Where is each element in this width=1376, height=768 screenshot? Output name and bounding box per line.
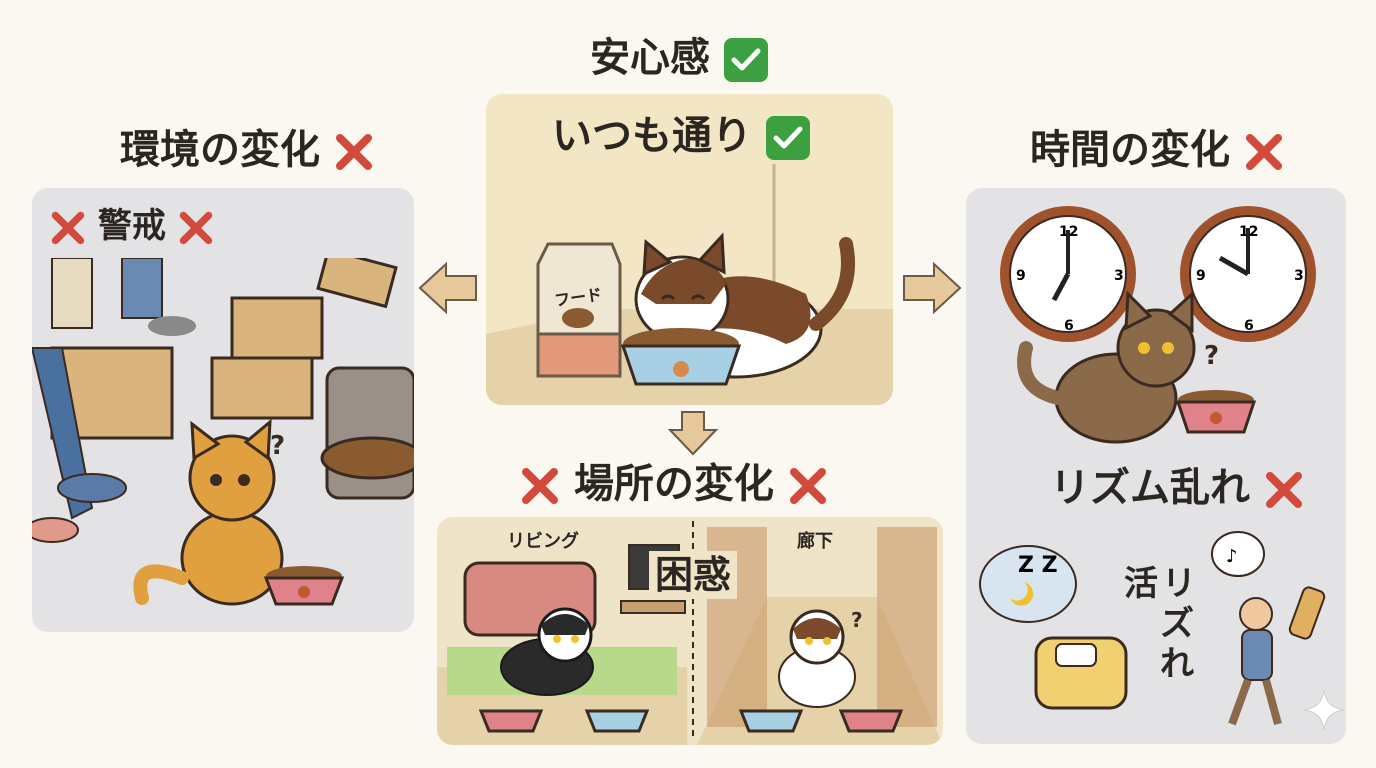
left-panel: 警戒 ? bbox=[32, 188, 414, 632]
cat-icon bbox=[778, 609, 856, 708]
center-panel: いつも通り フード bbox=[486, 94, 893, 405]
svg-text:6: 6 bbox=[1244, 318, 1254, 334]
rhythm-row: リズム乱れ bbox=[1050, 464, 1304, 512]
arrow-left-icon bbox=[418, 262, 477, 314]
x-icon bbox=[522, 468, 558, 504]
arrow-down-icon bbox=[668, 411, 718, 456]
center-title: 安心感 bbox=[590, 35, 710, 81]
x-icon bbox=[1265, 472, 1302, 508]
x-icon bbox=[179, 211, 212, 244]
bed-icon bbox=[1034, 636, 1128, 710]
vertical-char: ズ bbox=[1160, 604, 1194, 644]
sleep-bubble-icon: Z Z bbox=[979, 545, 1077, 623]
food-bowl-icon bbox=[263, 566, 345, 606]
center-scene bbox=[486, 164, 893, 405]
cat-icon bbox=[634, 232, 855, 379]
bottom-scene: ? bbox=[437, 521, 943, 745]
x-icon bbox=[789, 468, 826, 504]
center-subtitle: いつも通り bbox=[552, 113, 752, 159]
food-bowl-icon bbox=[838, 709, 904, 733]
vertical-text: 活 リ ズ れ bbox=[1124, 564, 1196, 684]
svg-text:6: 6 bbox=[1064, 318, 1074, 334]
food-bag-icon bbox=[536, 242, 622, 378]
hallway-label: 廊下 bbox=[797, 531, 833, 552]
clocks: 12 3 6 9 12 3 6 9 ? bbox=[1000, 206, 1316, 444]
svg-text:3: 3 bbox=[1114, 268, 1124, 284]
center-title-row: 安心感 bbox=[590, 34, 768, 82]
x-icon bbox=[1245, 134, 1282, 170]
svg-text:♪: ♪ bbox=[1226, 546, 1238, 567]
question-icon: ? bbox=[851, 608, 863, 632]
cat-icon bbox=[500, 607, 594, 696]
clock-icon: 12 3 6 9 bbox=[1000, 206, 1136, 342]
svg-text:9: 9 bbox=[1196, 268, 1206, 284]
left-badge-row: 警戒 bbox=[50, 202, 214, 250]
svg-text:3: 3 bbox=[1294, 268, 1304, 284]
left-heading-row: 環境の変化 bbox=[120, 126, 374, 174]
center-subtitle-row: いつも通り bbox=[552, 112, 810, 160]
svg-text:9: 9 bbox=[1016, 268, 1026, 284]
right-panel: 12 3 6 9 12 3 6 9 ? bbox=[966, 188, 1346, 744]
vertical-char: 活 bbox=[1124, 564, 1158, 604]
left-heading: 環境の変化 bbox=[120, 127, 320, 173]
rhythm-label: リズム乱れ bbox=[1050, 465, 1250, 511]
music-bubble-icon: ♪ bbox=[1211, 531, 1265, 577]
clock-icon: 12 3 6 9 bbox=[1180, 206, 1316, 342]
arrow-right-icon bbox=[903, 262, 962, 314]
food-bowl-icon bbox=[738, 709, 804, 733]
check-icon bbox=[723, 38, 768, 82]
bottom-heading-row: 場所の変化 bbox=[520, 460, 828, 508]
question-icon: ? bbox=[270, 431, 285, 461]
x-icon bbox=[51, 211, 85, 244]
bottom-panel: ? リビング 廊下 困惑 bbox=[437, 517, 943, 745]
food-bowl-icon bbox=[478, 709, 544, 733]
svg-text:Z Z: Z Z bbox=[1018, 553, 1058, 578]
rhythm-scene: Z Z ♪ bbox=[979, 531, 1326, 726]
left-scene: ? bbox=[32, 258, 414, 606]
food-bowl-icon bbox=[620, 328, 742, 386]
vertical-char: リ bbox=[1162, 564, 1196, 604]
confusion-label: 困惑 bbox=[649, 551, 738, 599]
x-icon bbox=[335, 134, 372, 170]
right-heading-row: 時間の変化 bbox=[1030, 126, 1284, 174]
left-badge: 警戒 bbox=[97, 206, 166, 246]
cat-icon bbox=[133, 418, 284, 606]
bottom-heading: 場所の変化 bbox=[573, 461, 774, 507]
vertical-char: れ bbox=[1160, 644, 1194, 684]
food-bowl-icon bbox=[584, 709, 650, 733]
right-heading: 時間の変化 bbox=[1030, 127, 1230, 173]
sparkle-icon bbox=[1304, 690, 1344, 730]
check-icon bbox=[765, 116, 810, 160]
question-icon: ? bbox=[1204, 341, 1219, 371]
cat-icon bbox=[1017, 290, 1196, 444]
living-room-label: リビング bbox=[507, 531, 579, 552]
food-bowl-icon bbox=[1175, 390, 1257, 434]
person-icon bbox=[1228, 597, 1282, 726]
